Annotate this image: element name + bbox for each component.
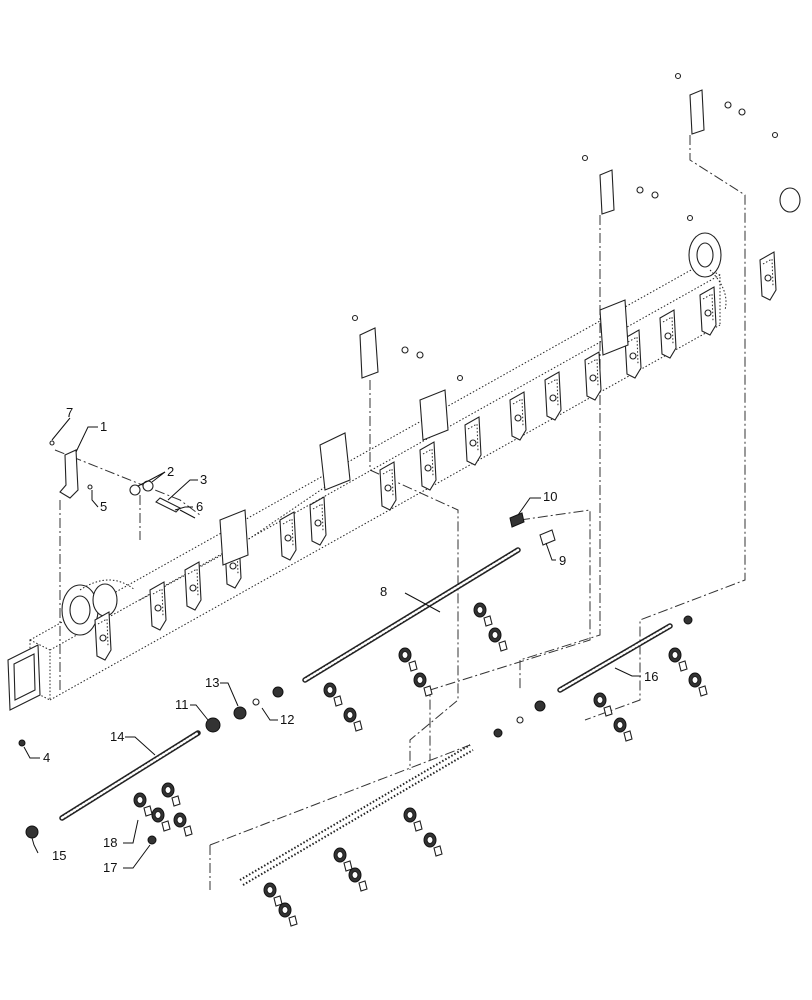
nozzle-body <box>278 902 298 927</box>
nozzle-body <box>323 682 343 707</box>
fitting-10 <box>509 512 525 528</box>
row-bracket <box>659 309 677 359</box>
row-bracket <box>624 329 642 379</box>
callout-4: 4 <box>43 750 50 765</box>
callout-14: 14 <box>110 729 124 744</box>
row-bracket <box>464 416 482 466</box>
pipe-16 <box>557 623 673 693</box>
callout-17: 17 <box>103 860 117 875</box>
nozzles <box>133 602 708 927</box>
nozzle-body <box>668 647 688 672</box>
oring-12 <box>252 698 260 706</box>
row-bracket <box>419 441 437 491</box>
row-bracket <box>184 561 202 611</box>
row-bracket <box>759 251 777 301</box>
hose-reel-right <box>688 187 801 311</box>
callout-3: 3 <box>200 472 207 487</box>
nozzle-body <box>398 647 418 672</box>
row-bracket <box>699 286 717 336</box>
nozzle-body <box>133 792 153 817</box>
callout-2: 2 <box>167 464 174 479</box>
callout-18: 18 <box>103 835 117 850</box>
nozzle-body <box>151 807 171 832</box>
nozzle-body <box>161 782 181 807</box>
row-bracket <box>309 496 327 546</box>
callout-8: 8 <box>380 584 387 599</box>
clip-17 <box>147 835 157 845</box>
callout-10: 10 <box>543 489 557 504</box>
fittings <box>25 512 693 845</box>
nozzle-body <box>343 707 363 732</box>
row-bracket <box>94 611 112 661</box>
pipe-8 <box>302 547 521 683</box>
small-fasteners <box>18 440 93 747</box>
nozzle-body <box>403 807 423 832</box>
callout-7: 7 <box>66 405 73 420</box>
nozzle-body <box>688 672 708 697</box>
callout-1: 1 <box>100 419 107 434</box>
nozzle-body <box>593 692 613 717</box>
callout-12: 12 <box>280 712 294 727</box>
nozzle-body <box>413 672 433 697</box>
row-bracket <box>509 391 527 441</box>
fasteners-upper <box>351 72 779 382</box>
row-bracket <box>544 371 562 421</box>
callout-15: 15 <box>52 848 66 863</box>
nozzle-body <box>613 717 633 742</box>
row-bracket <box>379 461 397 511</box>
callout-16: 16 <box>644 669 658 684</box>
callout-13: 13 <box>205 675 219 690</box>
pipe-lower <box>239 744 474 886</box>
part-2-clamps <box>129 480 154 496</box>
callout-labels: 1 2 3 4 5 6 7 8 9 10 11 12 13 14 15 16 1… <box>43 405 658 875</box>
callout-6: 6 <box>196 499 203 514</box>
mounting-plates <box>219 89 705 566</box>
part-1-bracket <box>59 449 79 499</box>
part-3-bolt <box>155 497 196 519</box>
callout-9: 9 <box>559 553 566 568</box>
pipe-14 <box>59 730 201 821</box>
row-bracket <box>149 581 167 631</box>
phantom-lines <box>54 135 746 890</box>
fitting-11 <box>205 717 221 733</box>
cap-15 <box>25 825 39 839</box>
row-bracket <box>584 351 602 401</box>
fitting-13 <box>233 706 247 720</box>
callout-5: 5 <box>100 499 107 514</box>
nozzle-body <box>473 602 493 627</box>
nozzle-body <box>333 847 353 872</box>
row-bracket <box>279 511 297 561</box>
nozzle-body <box>173 812 193 837</box>
fitting-9 <box>539 529 556 546</box>
nozzle-body <box>348 867 368 892</box>
callout-11: 11 <box>175 697 189 712</box>
nozzle-body <box>263 882 283 907</box>
leaders <box>23 417 641 869</box>
end-cap <box>7 644 41 711</box>
nozzle-body <box>423 832 443 857</box>
nozzle-body <box>488 627 508 652</box>
row-brackets <box>94 251 777 661</box>
